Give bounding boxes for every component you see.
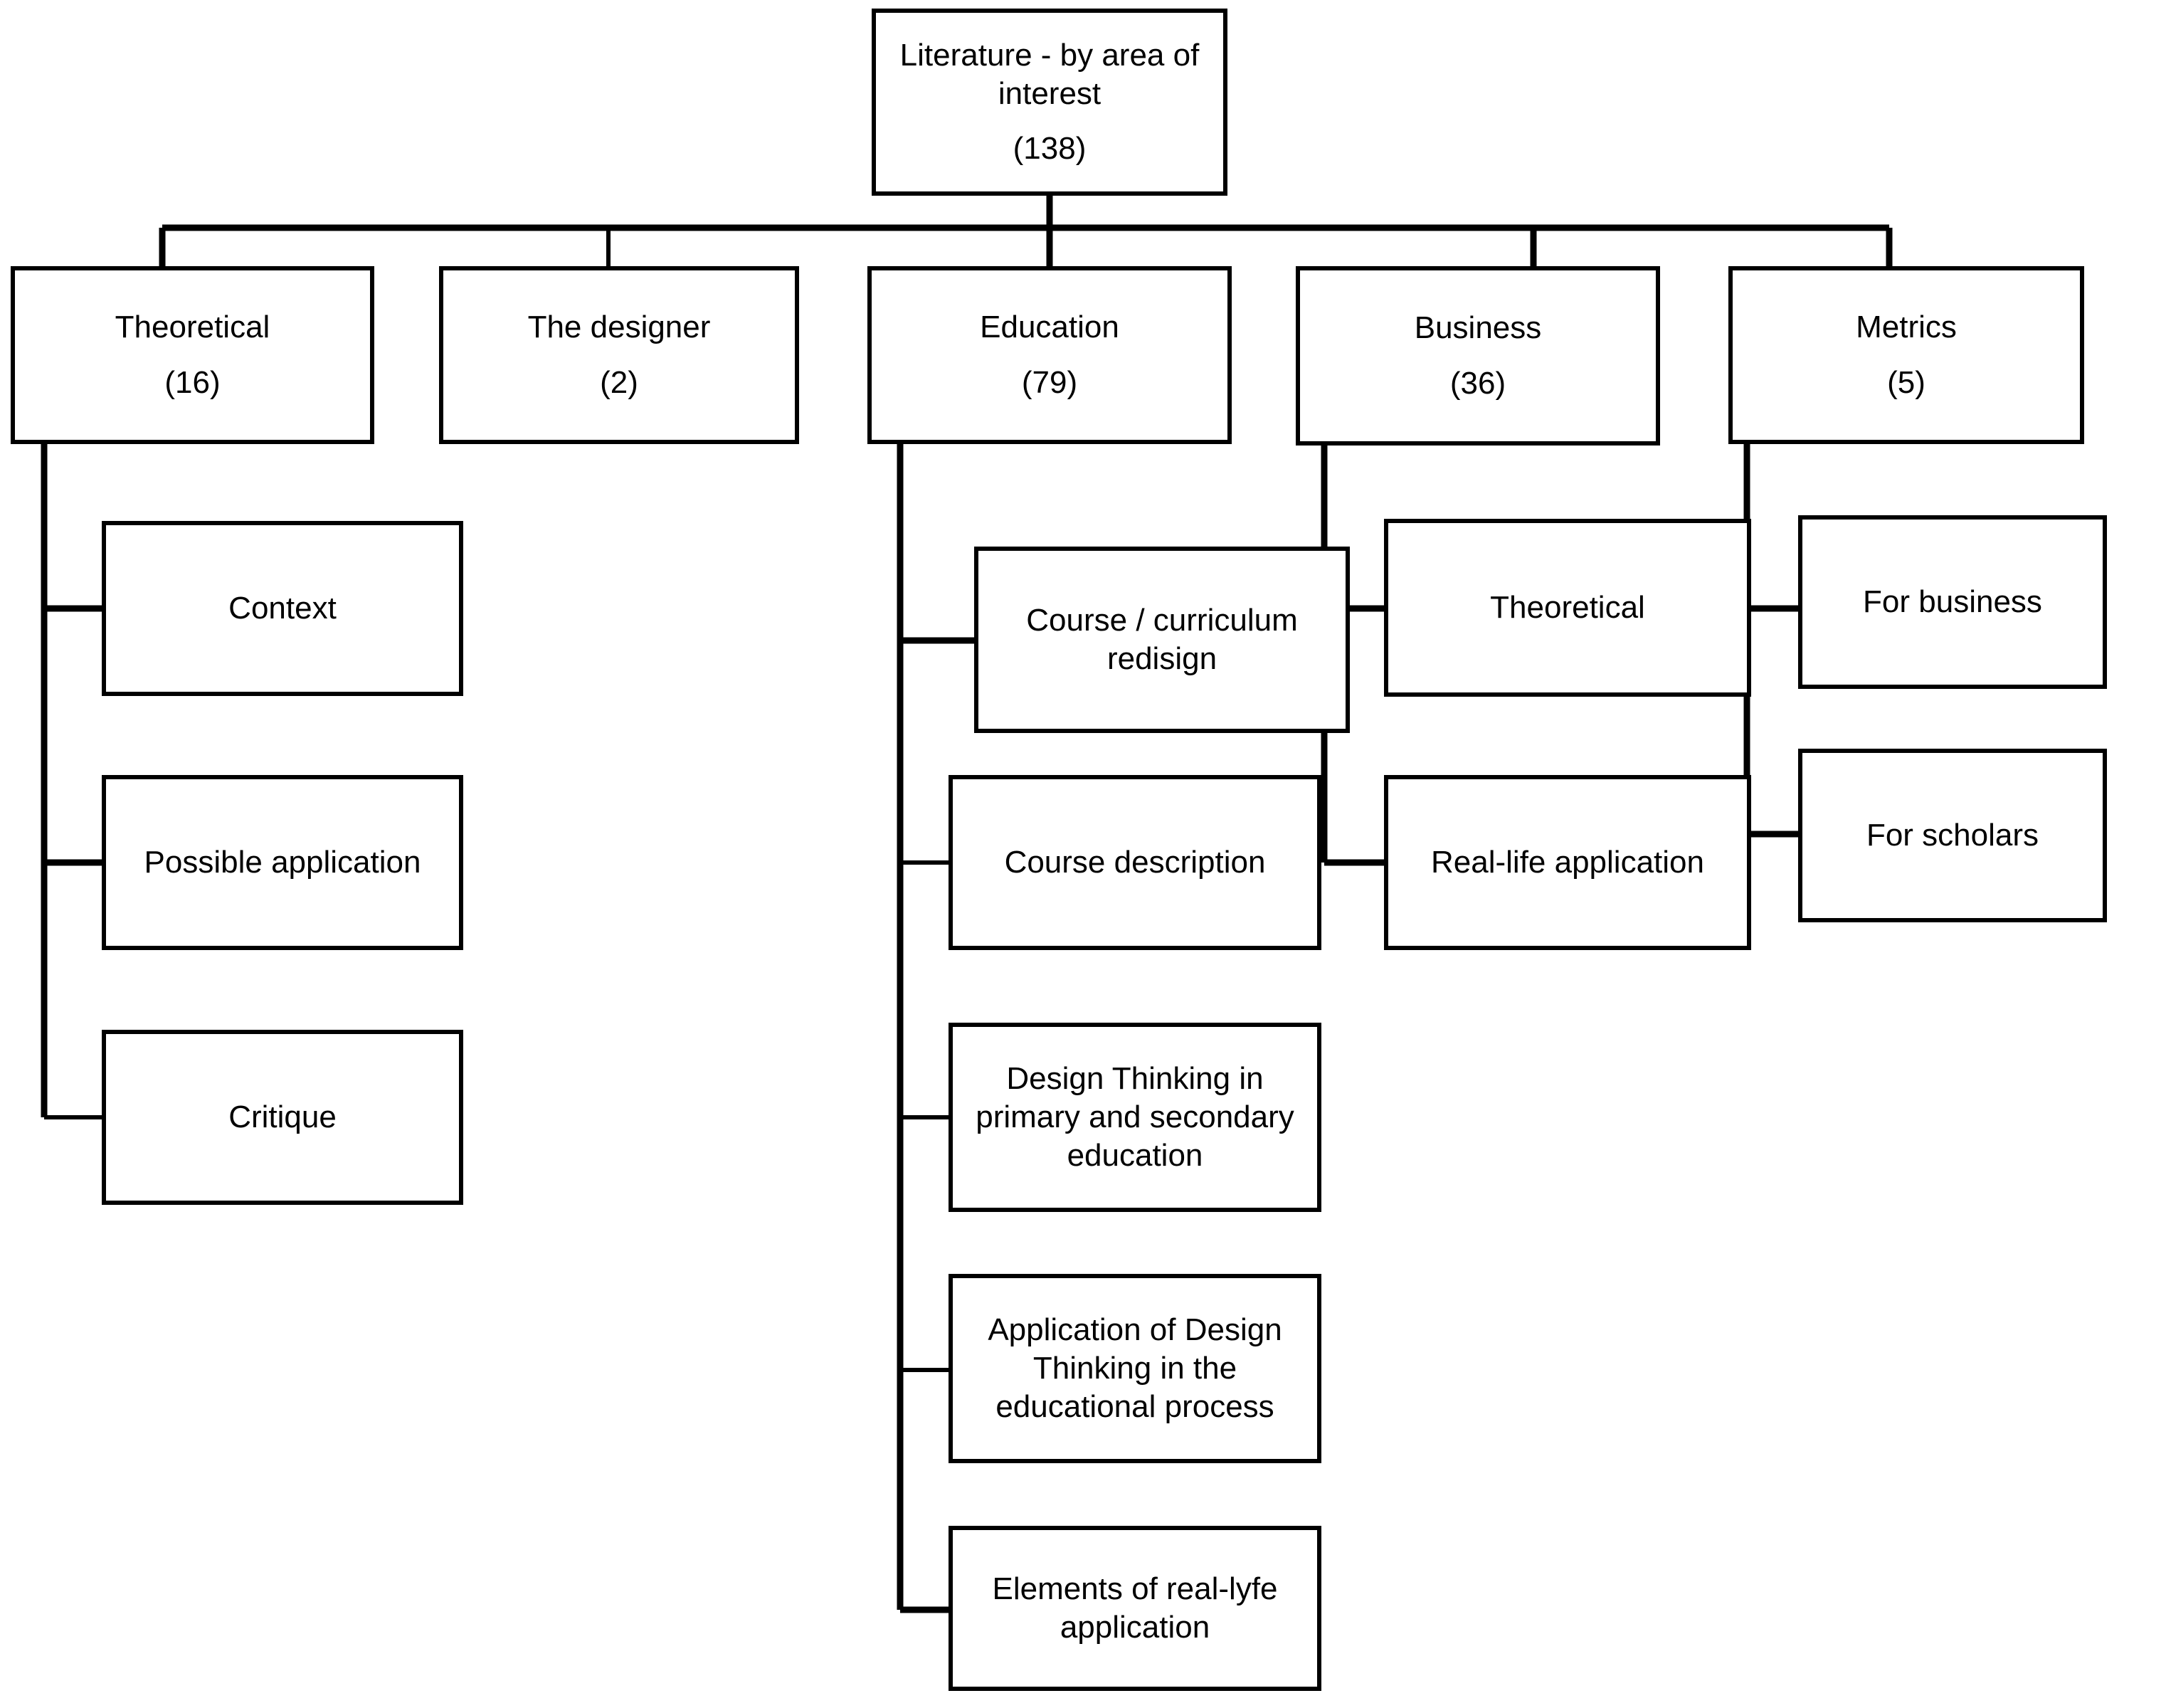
- node-box-business[interactable]: [1296, 266, 1660, 446]
- node-box-metrics[interactable]: [1728, 266, 2084, 444]
- node-box-the-designer[interactable]: [439, 266, 799, 444]
- node-box-theoretical[interactable]: [11, 266, 374, 444]
- node-box-possible-application[interactable]: [102, 775, 463, 950]
- node-box-business-real-life-application[interactable]: [1384, 775, 1751, 950]
- node-box-course-curriculum-redisign[interactable]: [974, 547, 1350, 733]
- node-box-application-design-thinking[interactable]: [949, 1274, 1321, 1463]
- node-box-course-description[interactable]: [949, 775, 1321, 950]
- node-box-critique[interactable]: [102, 1030, 463, 1205]
- node-box-elements-real-lyfe-application[interactable]: [949, 1526, 1321, 1691]
- node-box-for-business[interactable]: [1798, 515, 2107, 689]
- node-box-business-theoretical[interactable]: [1384, 519, 1751, 697]
- node-box-for-scholars[interactable]: [1798, 749, 2107, 922]
- node-box-design-thinking-primary-secondary[interactable]: [949, 1023, 1321, 1212]
- node-box-context[interactable]: [102, 521, 463, 696]
- node-box-root[interactable]: [872, 9, 1227, 196]
- node-box-education[interactable]: [867, 266, 1232, 444]
